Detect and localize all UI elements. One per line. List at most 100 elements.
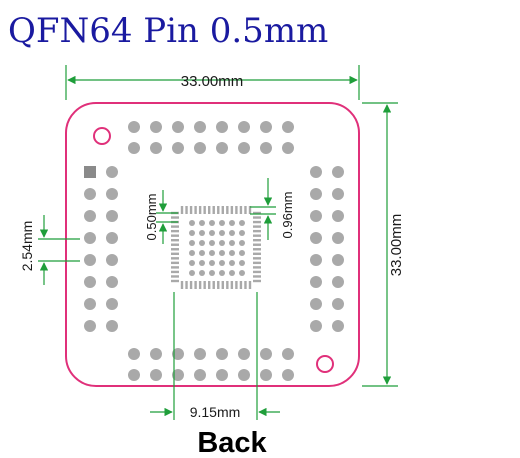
qfn-pad-bottom [194,281,197,289]
qfn-pad-left [171,243,179,246]
qfn-pad-right [253,275,261,278]
header-pin-1-square [84,166,96,178]
header-pin [106,188,118,200]
qfn-pad-right [253,220,261,224]
header-pin [310,188,322,200]
qfn-pad-right [253,252,261,255]
header-pin [260,348,272,360]
dimension-pad-length: 0.96mm [250,178,295,240]
thermal-via [189,230,195,236]
header-pin [332,188,344,200]
qfn-pad-top [185,206,188,214]
qfn-pad-right [253,270,261,274]
qfn-pad-bottom [185,281,188,289]
header-pin [282,142,294,154]
qfn-pad-top [212,206,215,214]
header-pin [84,320,96,332]
thermal-via [199,240,205,246]
qfn-pad-bottom [208,281,211,289]
header-pin [216,369,228,381]
header-pin [106,276,118,288]
qfn-pad-top [198,206,202,214]
header-pin [216,142,228,154]
mounting-hole-bottom-right [316,355,334,373]
header-pin [194,142,206,154]
qfn-pad-top [230,206,234,214]
thermal-via [189,270,195,276]
header-pin [332,210,344,222]
header-pin [128,348,140,360]
thermal-via [209,260,215,266]
thermal-via [239,260,245,266]
qfn-pad-top [248,206,252,214]
qfn-pad-bottom [244,281,247,289]
qfn-pad-bottom [217,281,220,289]
qfn-pad-left [171,257,179,260]
header-pin [216,121,228,133]
dimension-package-span: 9.15mm [150,292,280,420]
header-pin [106,166,118,178]
qfn-pad-right [253,279,261,283]
qfn-pad-right [253,243,261,246]
header-pin [106,254,118,266]
thermal-via [229,230,235,236]
header-pin [150,121,162,133]
thermal-via [229,270,235,276]
header-pin [150,348,162,360]
header-pin [172,369,184,381]
header-pin [310,320,322,332]
header-pin [106,298,118,310]
header-pin [310,232,322,244]
qfn-pad-top [239,206,243,214]
header-pin [282,121,294,133]
header-pin [282,348,294,360]
qfn-pad-right [253,229,261,233]
thermal-via [199,250,205,256]
thermal-via [239,240,245,246]
pad-pitch-label: 0.50mm [144,194,159,241]
header-pin [194,369,206,381]
qfn-pad-right [253,266,261,269]
header-pin [172,121,184,133]
header-pin [128,369,140,381]
header-pin [150,142,162,154]
header-pin [332,232,344,244]
qfn-pad-left [171,234,179,237]
header-pin [238,121,250,133]
qfn-pad-bottom [212,281,215,289]
qfn-pad-bottom [180,281,184,289]
board-height-label: 33.00mm [388,214,405,277]
header-pin [172,142,184,154]
dimension-pin-pitch: 2.54mm [19,215,80,285]
header-pin [332,276,344,288]
caption-back: Back [197,427,267,458]
pad-length-label: 0.96mm [280,192,295,239]
qfn-pad-bottom [248,281,252,289]
qfn-pad-left [171,225,179,228]
board-width-label: 33.00mm [181,73,244,90]
thermal-via [219,250,225,256]
qfn-pad-bottom [203,281,206,289]
qfn-pad-bottom [239,281,243,289]
qfn-pad-left [171,252,179,255]
header-pin [84,276,96,288]
thermal-via [189,240,195,246]
thermal-via [239,220,245,226]
header-pin [194,348,206,360]
thermal-via [219,220,225,226]
thermal-via [229,250,235,256]
qfn-pad-left [171,229,179,233]
dimension-pad-pitch: 0.50mm [144,190,178,244]
thermal-via [189,260,195,266]
qfn-pad-top [244,206,247,214]
header-pin [310,210,322,222]
thermal-via [209,240,215,246]
header-pin [106,210,118,222]
dimension-board-height: 33.00mm [362,102,405,387]
qfn-pad-left [171,270,179,274]
qfn-pad-left [171,275,179,278]
header-pin [106,320,118,332]
thermal-via [209,270,215,276]
qfn-pad-top [221,206,224,214]
qfn-pad-top [217,206,220,214]
